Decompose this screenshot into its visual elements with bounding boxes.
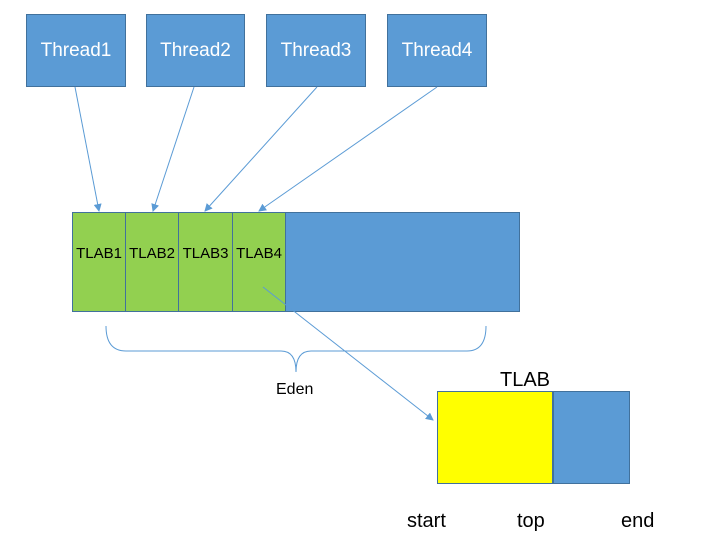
eden-label: Eden xyxy=(276,381,314,398)
arrow-thread1-to-tlab1 xyxy=(74,86,102,212)
tlab-segment-3: TLAB3 xyxy=(178,212,233,312)
tlab-segment-1: TLAB1 xyxy=(72,212,126,312)
tlab-label: TLAB4 xyxy=(236,244,282,262)
pointer-label-start: start xyxy=(407,510,446,532)
tlab-label: TLAB3 xyxy=(182,244,229,262)
tlab-used-region xyxy=(437,391,553,484)
tlab-segment-2: TLAB2 xyxy=(125,212,179,312)
tlab-free-region xyxy=(553,391,630,484)
tlab-detail-title: TLAB xyxy=(500,369,551,391)
arrow-thread2-to-tlab2 xyxy=(151,86,195,212)
thread-label: Thread1 xyxy=(40,39,112,61)
pointer-label-end: end xyxy=(621,510,655,532)
arrow-thread3-to-tlab3 xyxy=(204,86,318,212)
thread-box-3: Thread3 xyxy=(266,14,366,87)
pointer-label-top: top xyxy=(517,510,545,532)
eden-brace xyxy=(105,325,487,373)
thread-label: Thread2 xyxy=(160,39,231,61)
tlab-label: TLAB2 xyxy=(129,244,175,262)
thread-box-2: Thread2 xyxy=(146,14,245,87)
thread-box-1: Thread1 xyxy=(26,14,126,87)
tlab-segment-4: TLAB4 xyxy=(232,212,286,312)
tlab-label: TLAB1 xyxy=(76,244,122,262)
thread-box-4: Thread4 xyxy=(387,14,487,87)
thread-label: Thread4 xyxy=(401,39,473,61)
thread-label: Thread3 xyxy=(280,39,352,61)
arrow-thread4-to-tlab4 xyxy=(258,86,438,212)
